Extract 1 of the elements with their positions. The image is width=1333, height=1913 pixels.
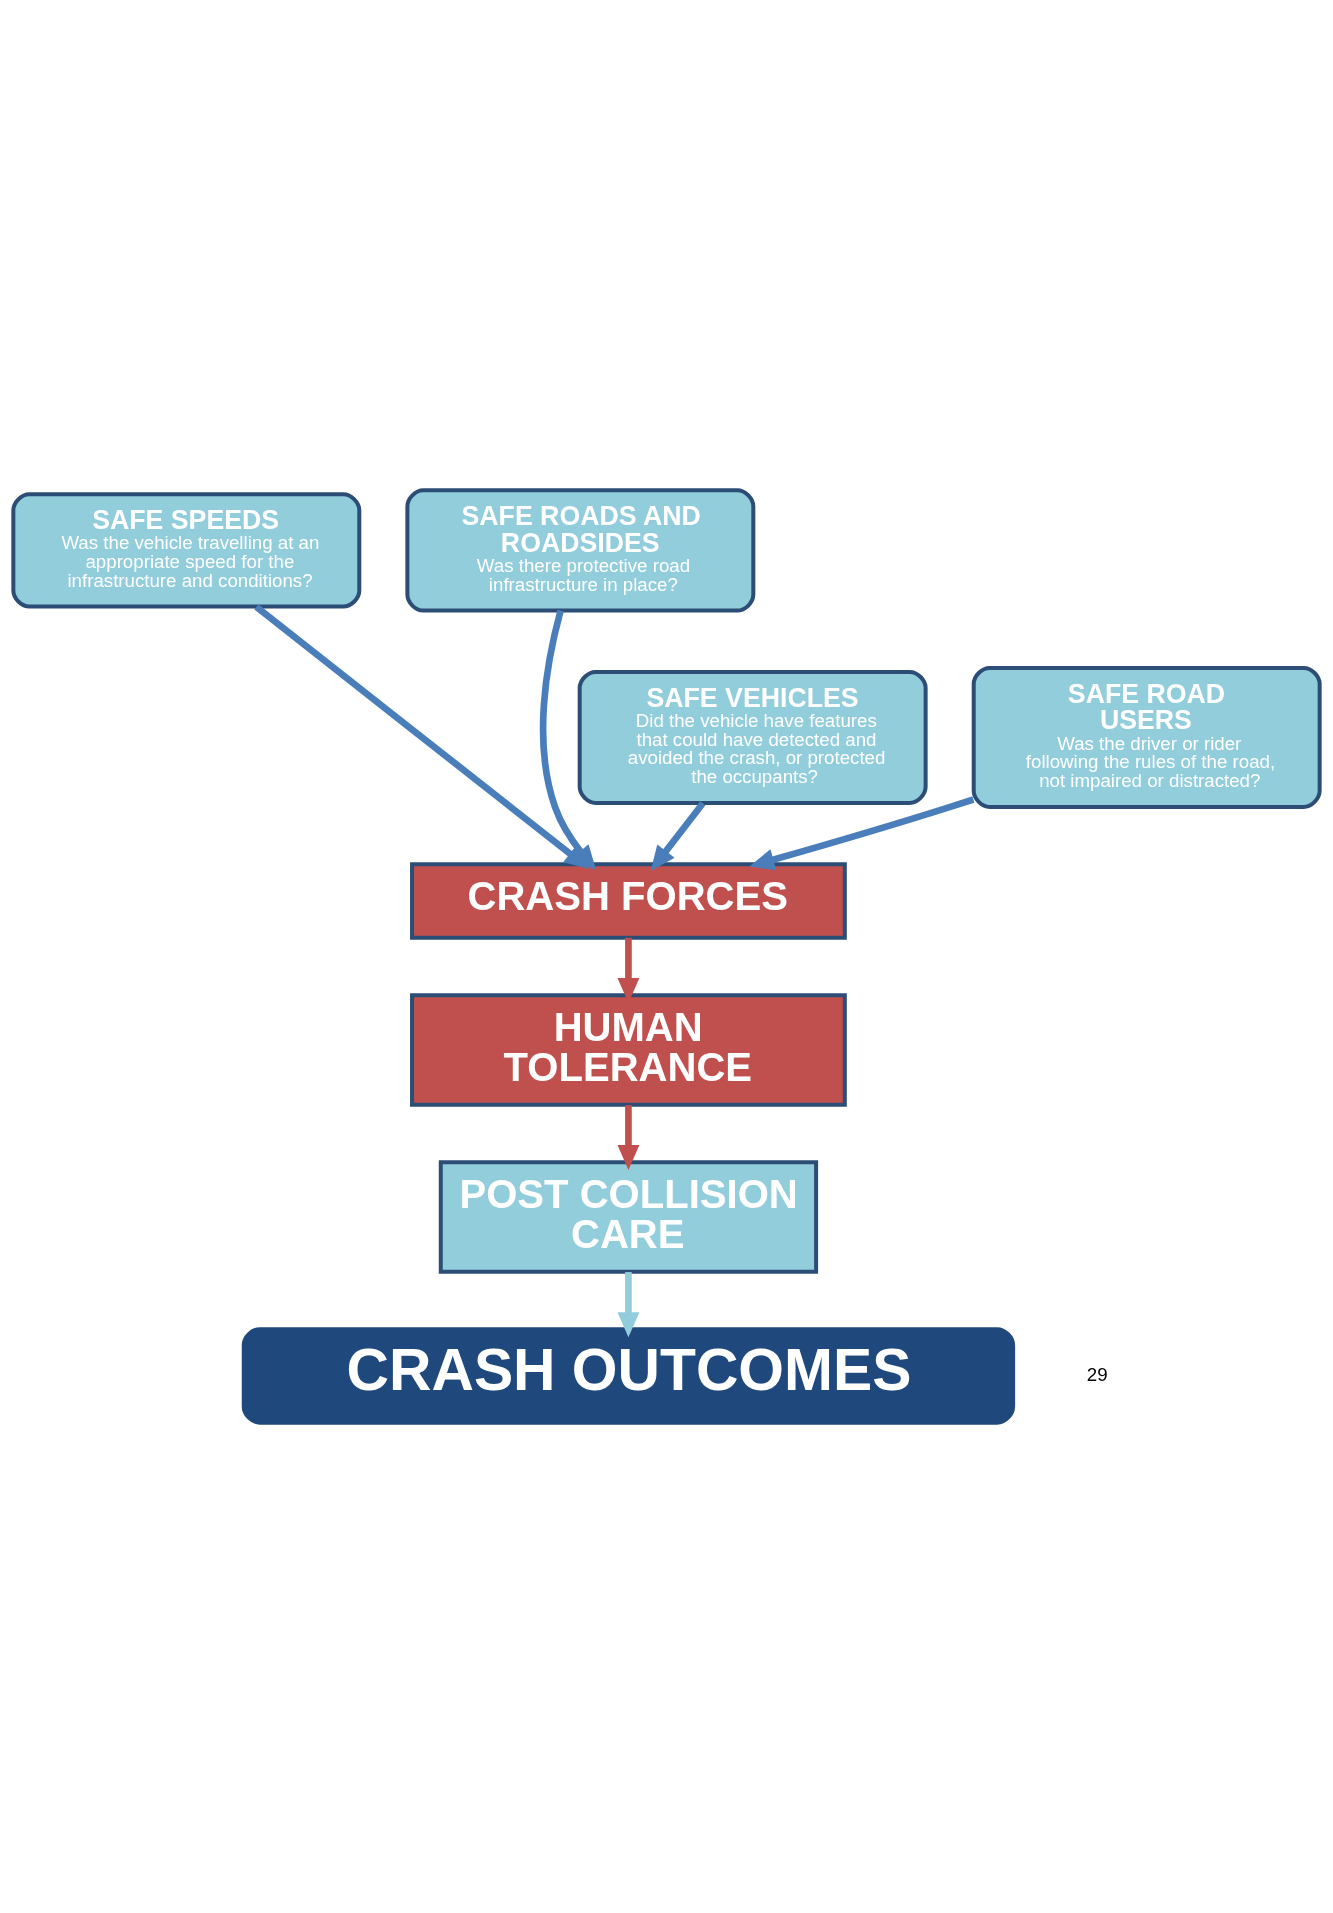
- label: 29: [1086, 1363, 1108, 1385]
